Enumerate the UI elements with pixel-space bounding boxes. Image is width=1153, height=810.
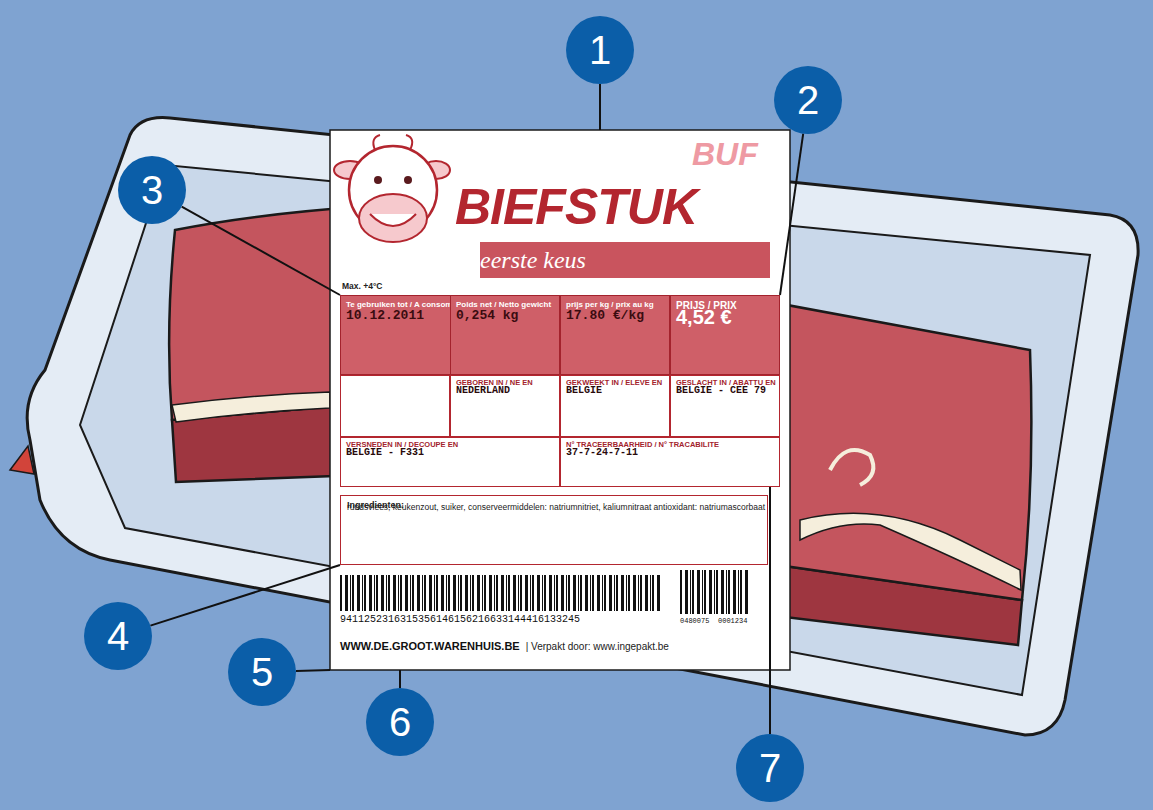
label-paper [330,130,790,670]
product-label: BUF BIEFSTUK Max. +4°C 94112523163153561461… [330,130,790,670]
leader-line [599,84,601,130]
cell-value: NEDERLAND [456,385,510,396]
quality-text: eerste keus [480,242,586,278]
cell-heading: Poids net / Netto gewicht [456,300,551,309]
cell-value: 17.80 €/kg [566,308,644,323]
cow-muzzle [359,194,427,242]
callout-circle: 6 [366,688,434,756]
callout-circle: 3 [118,156,186,224]
weight-cell: Poids net / Netto gewicht0,254 kg [450,295,560,375]
barcode-digits: 0480075 [680,617,709,625]
origin-cell: GEBOREN IN / NE ENNEDERLAND [450,375,560,437]
storage-note: Max. +4°C [342,281,383,291]
cell-value: 37-7-24-7-11 [566,447,638,458]
callout-circle: 5 [228,638,296,706]
callout-number: 6 [389,702,411,742]
packer-note: | Verpakt door: www.ingepakt.be [526,641,669,652]
callout-circle: 2 [774,66,842,134]
barcode [340,575,660,611]
origin-cell: GESLACHT IN / ABATTU ENBELGIE - CEE 79 [670,375,780,437]
barcode-number: 9411252316315356146156216633144416133245 [340,614,580,625]
callout-number: 3 [141,170,163,210]
tray-outer [27,118,1138,735]
cow-mouth [370,214,416,226]
callout-circle: 7 [736,734,804,802]
steak-right-marbling [830,450,873,485]
leader-line [780,134,803,295]
brand-text: BUF [692,138,758,170]
barcode-small [680,570,748,614]
callout-circle: 1 [566,16,634,84]
cell-heading: prijs per kg / prix au kg [566,300,654,309]
cell-value: 4,52 € [676,306,732,329]
cell-value: 10.12.2011 [346,308,424,323]
leader-line [296,670,330,671]
tray-tab [10,446,34,474]
unit-price-cell: prijs per kg / prix au kg17.80 €/kg [560,295,670,375]
callout-number: 4 [107,616,129,656]
cow-face [334,135,450,242]
barcode-digits: 0001234 [718,617,747,625]
ingredients-box: Ingredienten:rundsvlees, keukenzout, sui… [340,495,768,565]
cow-eye [404,176,412,184]
leader-line [399,670,401,688]
leader-line [182,207,340,295]
cell-value: BELGIE [566,385,602,396]
callout-number: 2 [797,80,819,120]
callout-number: 1 [589,30,611,70]
callout-number: 5 [251,652,273,692]
cell-value: BELGIE - CEE 79 [676,385,766,396]
quality-band: eerste keus [480,242,770,278]
steak-right-fat [800,513,1021,590]
cell-value: 0,254 kg [456,308,518,323]
product-name: BIEFSTUK [455,182,697,232]
website: WWW.DE.GROOT.WARENHUIS.BE [340,640,520,652]
callout-circle: 4 [84,602,152,670]
empty-cell [340,375,450,437]
cell-value: BELGIE - F331 [346,447,424,458]
leader-line [150,565,340,626]
cow-eye [374,176,382,184]
cell-value: rundsvlees, keukenzout, suiker, conserve… [347,502,765,512]
leader-line [769,487,771,734]
steak-left-fat [172,392,330,422]
callout-number: 7 [759,748,781,788]
origin-cell: VERSNEDEN IN / DECOUPE ENBELGIE - F331 [340,437,560,487]
origin-cell: GEKWEEKT IN / ELEVE ENBELGIE [560,375,670,437]
traceability-cell: N° TRACEERBAARHEID / N° TRACABILITE37-7-… [560,437,780,487]
price-cell: PRIJS / PRIX4,52 € [670,295,780,375]
